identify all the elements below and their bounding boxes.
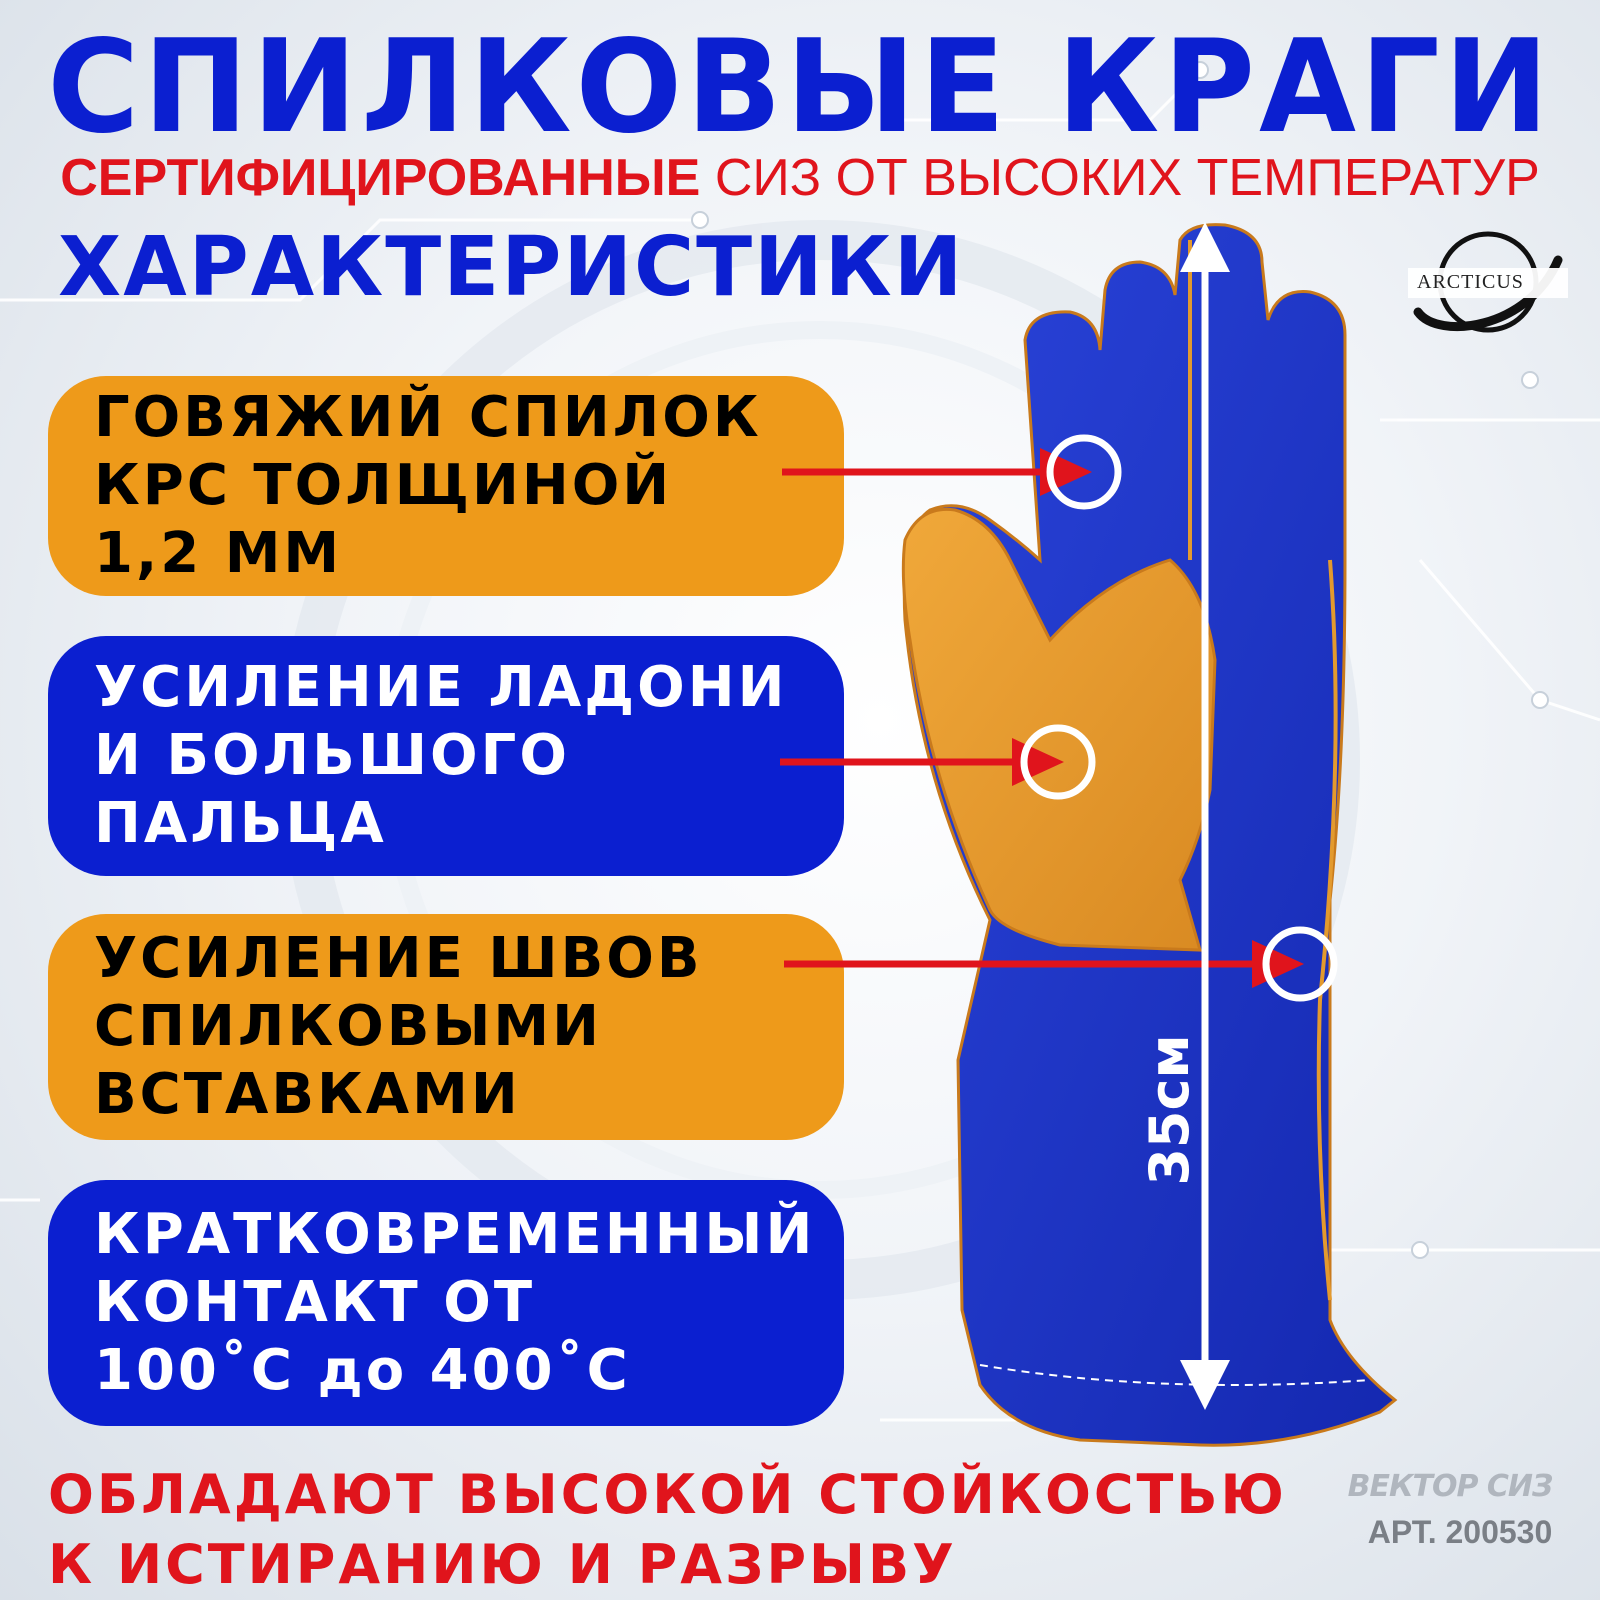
bottom-line-1: ОБЛАДАЮТ ВЫСОКОЙ СТОЙКОСТЬЮ (48, 1463, 1287, 1526)
arcticus-logo-icon (1408, 231, 1568, 333)
feature-line: УСИЛЕНИЕ ЛАДОНИ (94, 655, 788, 720)
feature-line: ГОВЯЖИЙ СПИЛОК (94, 385, 762, 450)
measure-label: 35см (1138, 1034, 1201, 1186)
feature-line: УСИЛЕНИЕ ШВОВ (94, 926, 703, 991)
feature-line: ВСТАВКАМИ (94, 1062, 521, 1127)
brand-name: ВЕКТОР СИЗ (1347, 1469, 1554, 1504)
feature-line: СПИЛКОВЫМИ (94, 994, 603, 1059)
feature-card-temperature: КРАТКОВРЕМЕННЫЙ КОНТАКТ ОТ 100˚С до 400˚… (48, 1180, 844, 1426)
feature-line: 1,2 ММ (94, 521, 343, 586)
logo-text: ARCTICUS (1417, 271, 1524, 293)
subtitle-rest: СИЗ ОТ ВЫСОКИХ ТЕМПЕРАТУР (700, 149, 1540, 207)
feature-line: И БОЛЬШОГО (94, 723, 570, 788)
bottom-line-2: К ИСТИРАНИЮ И РАЗРЫВУ (48, 1533, 957, 1596)
callout-arrows (780, 434, 1338, 1002)
feature-card-palm: УСИЛЕНИЕ ЛАДОНИ И БОЛЬШОГО ПАЛЬЦА (48, 636, 844, 876)
feature-line: ПАЛЬЦА (94, 791, 387, 856)
page-title: СПИЛКОВЫЕ КРАГИ (47, 13, 1553, 162)
feature-line: КРС ТОЛЩИНОЙ (94, 453, 673, 518)
subtitle: СЕРТИФИЦИРОВАННЫЕ СИЗ ОТ ВЫСОКИХ ТЕМПЕРА… (0, 148, 1600, 208)
measurement-arrow (1180, 222, 1230, 1410)
feature-card-leather: ГОВЯЖИЙ СПИЛОК КРС ТОЛЩИНОЙ 1,2 ММ (48, 376, 844, 596)
glove-body (901, 223, 1398, 1447)
feature-line: КОНТАКТ ОТ (94, 1270, 536, 1335)
subtitle-bold: СЕРТИФИЦИРОВАННЫЕ (60, 149, 701, 207)
section-title: ХАРАКТЕРИСТИКИ (58, 220, 965, 315)
bottom-slogan: ОБЛАДАЮТ ВЫСОКОЙ СТОЙКОСТЬЮ К ИСТИРАНИЮ … (48, 1460, 1287, 1600)
feature-line: 100˚С до 400˚С (94, 1338, 631, 1403)
feature-card-seams: УСИЛЕНИЕ ШВОВ СПИЛКОВЫМИ ВСТАВКАМИ (48, 914, 844, 1140)
article-number: АРТ. 200530 (1367, 1514, 1553, 1550)
feature-line: КРАТКОВРЕМЕННЫЙ (94, 1202, 816, 1267)
